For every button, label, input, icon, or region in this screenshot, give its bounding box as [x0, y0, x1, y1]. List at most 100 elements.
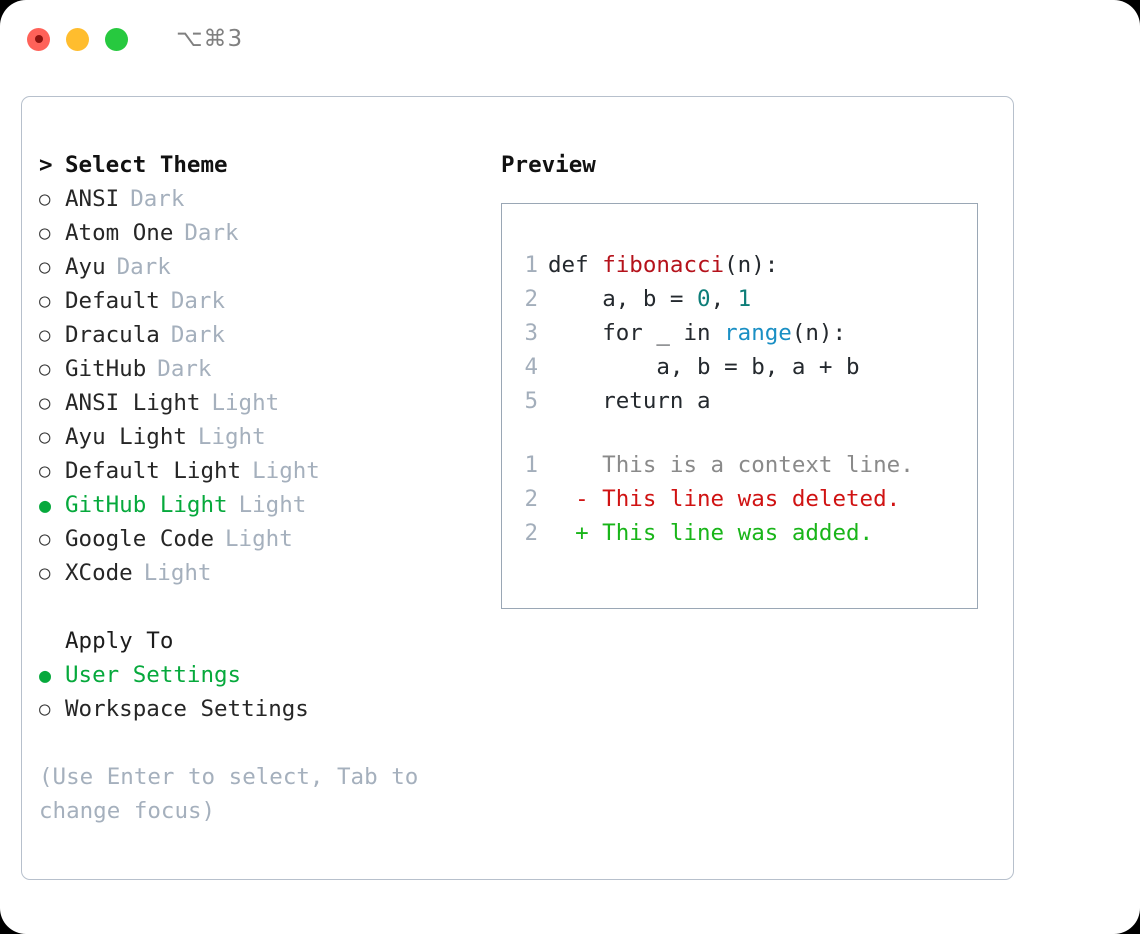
select-theme-title: Select Theme: [65, 152, 228, 178]
radio-icon: ○: [39, 222, 51, 244]
theme-variant-badge: Light: [225, 526, 293, 552]
code-diff-gap: [502, 418, 977, 448]
line-number: 2: [524, 486, 538, 512]
radio-icon: ○: [39, 290, 51, 312]
theme-list-item[interactable]: ○ Google Code Light: [39, 522, 499, 556]
theme-variant-badge: Dark: [170, 322, 226, 348]
code-text: a, b = b, a + b: [548, 350, 860, 384]
code-token: range: [724, 320, 792, 346]
code-line: 3 for _ in range(n):: [502, 316, 977, 350]
theme-name: ANSI: [65, 186, 120, 212]
theme-name: GitHub: [65, 356, 147, 382]
diff-text: + This line was added.: [548, 520, 874, 546]
code-token: return a: [602, 388, 711, 414]
radio-icon: ○: [39, 358, 51, 380]
radio-icon: ○: [39, 562, 51, 584]
radio-icon: ○: [39, 188, 51, 210]
radio-selected-icon: ●: [39, 663, 52, 687]
line-number: 2: [524, 286, 538, 312]
theme-name: Dracula: [65, 322, 160, 348]
radio-icon: ○: [39, 256, 51, 278]
keyboard-hint: (Use Enter to select, Tab to change focu…: [39, 764, 419, 824]
apply-to-item[interactable]: ● User Settings: [39, 658, 499, 692]
keyboard-shortcut-label: ⌥⌘3: [176, 26, 244, 52]
code-token: 0: [697, 286, 711, 312]
theme-list-item[interactable]: ○ Ayu Light Light: [39, 420, 499, 454]
radio-icon: ○: [39, 426, 51, 448]
list-spacer: [39, 590, 499, 624]
diff-text: This is a context line.: [548, 452, 914, 478]
diff-text: - This line was deleted.: [548, 486, 901, 512]
code-token: 1: [737, 286, 752, 312]
code-text: for _ in range(n):: [548, 316, 846, 350]
code-token: a, b = b, a + b: [656, 354, 860, 380]
diff-line: 2 - This line was deleted.: [502, 482, 977, 516]
diff-line: 1 This is a context line.: [502, 448, 977, 482]
diff-line: 2 + This line was added.: [502, 516, 977, 550]
apply-to-label: Workspace Settings: [65, 696, 309, 722]
code-token: (n):: [791, 320, 847, 346]
apply-to-title: Apply To: [65, 628, 174, 654]
theme-variant-badge: Light: [197, 424, 266, 450]
theme-variant-badge: Light: [143, 560, 212, 586]
code-text: return a: [548, 384, 711, 418]
theme-variant-badge: Light: [211, 390, 280, 416]
select-theme-header: > Select Theme: [39, 148, 499, 182]
minimize-button[interactable]: [66, 27, 89, 51]
radio-icon: ○: [39, 698, 51, 720]
caret-icon: >: [39, 152, 53, 178]
code-token: a, b =: [602, 286, 698, 312]
code-line: 4 a, b = b, a + b: [502, 350, 977, 384]
apply-to-list: ● User Settings ○ Workspace Settings: [39, 658, 499, 726]
code-line: 1 def fibonacci(n):: [502, 248, 977, 282]
line-number: 1: [524, 452, 538, 478]
theme-name: Google Code: [65, 526, 215, 552]
line-number: 3: [524, 320, 538, 346]
theme-variant-badge: Light: [252, 458, 320, 484]
theme-name: GitHub Light: [65, 492, 228, 518]
code-text: def fibonacci(n):: [548, 248, 778, 282]
theme-name: Ayu: [65, 254, 106, 280]
apply-to-item[interactable]: ○ Workspace Settings: [39, 692, 499, 726]
radio-selected-icon: ●: [39, 493, 52, 517]
theme-name: Ayu Light: [65, 424, 187, 450]
theme-name: XCode: [65, 560, 133, 586]
line-number: 5: [524, 388, 538, 414]
close-button[interactable]: [27, 27, 50, 51]
theme-variant-badge: Dark: [130, 186, 185, 212]
theme-variant-badge: Dark: [170, 288, 226, 314]
theme-list-item[interactable]: ○ Dracula Dark: [39, 318, 499, 352]
theme-name: Default Light: [65, 458, 242, 484]
maximize-button[interactable]: [105, 27, 128, 51]
code-token: fibonacci: [602, 252, 725, 278]
theme-list-item[interactable]: ○ XCode Light: [39, 556, 499, 590]
code-token: ,: [710, 286, 738, 312]
traffic-lights: [27, 27, 128, 51]
code-line: 5 return a: [502, 384, 977, 418]
line-number: 4: [524, 354, 538, 380]
theme-list-item[interactable]: ○ ANSI Dark: [39, 182, 499, 216]
theme-name: Atom One: [65, 220, 174, 246]
line-number: 2: [524, 520, 538, 546]
theme-list-item[interactable]: ○ Ayu Dark: [39, 250, 499, 284]
theme-variant-badge: Dark: [116, 254, 171, 280]
code-line: 2 a, b = 0, 1: [502, 282, 977, 316]
radio-icon: ○: [39, 528, 51, 550]
apply-to-label: User Settings: [65, 662, 242, 688]
code-token: (n):: [724, 252, 779, 278]
line-number: 1: [524, 252, 538, 278]
radio-icon: ○: [39, 324, 51, 346]
